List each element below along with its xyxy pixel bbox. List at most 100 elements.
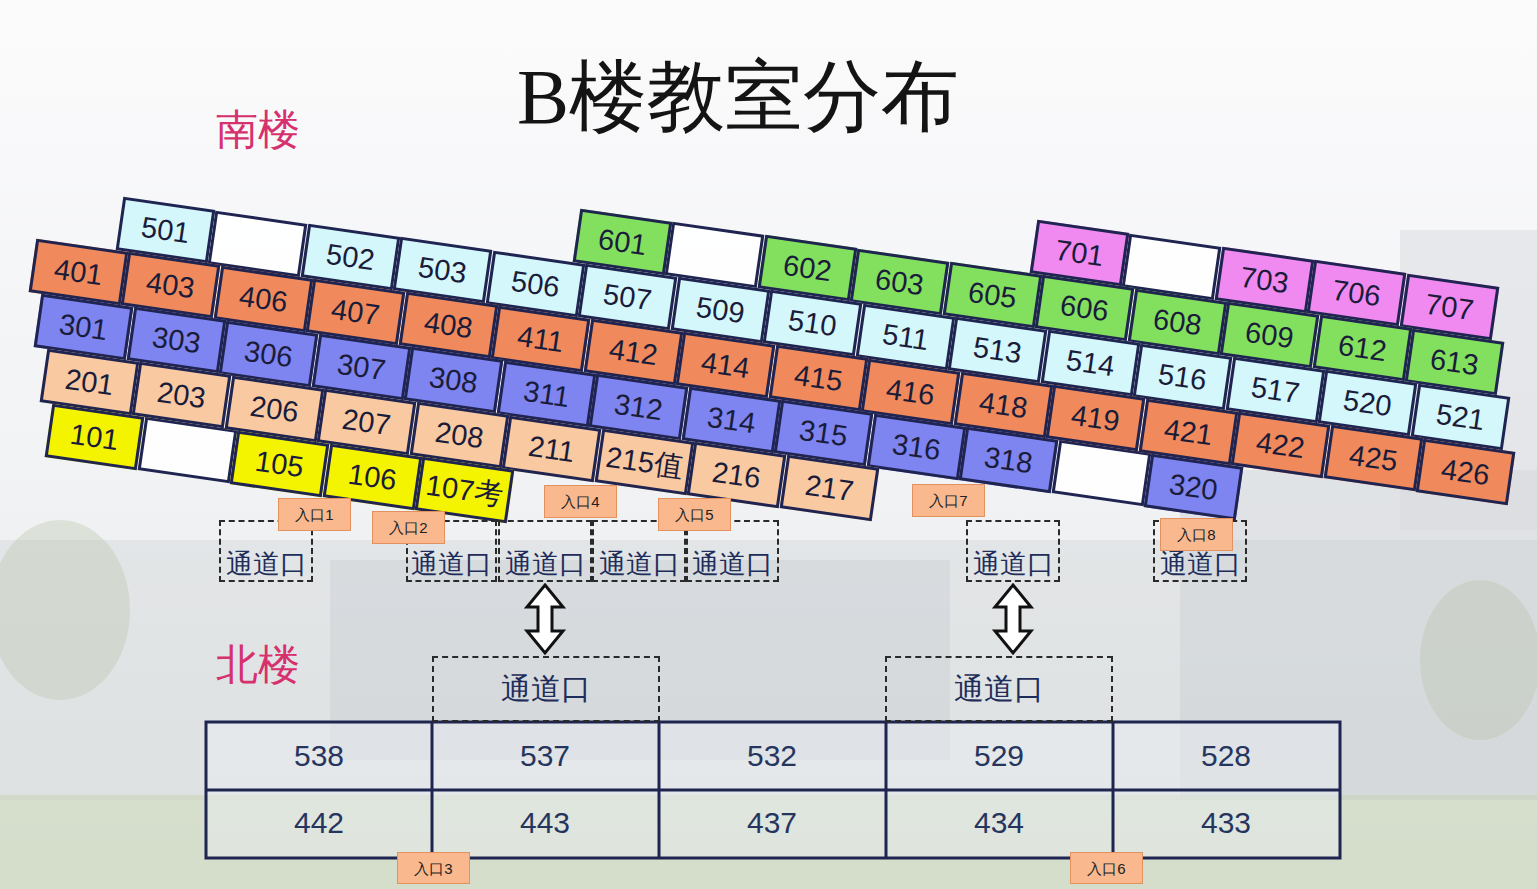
node-text: 503 bbox=[416, 252, 468, 288]
entrance-tag: 入口2 bbox=[372, 511, 445, 544]
room-cell: 442 bbox=[294, 808, 344, 838]
node-text: 入口7 bbox=[929, 493, 967, 508]
node-text: 706 bbox=[1330, 275, 1382, 311]
passage-box: 通道口 bbox=[885, 656, 1113, 722]
node-text: 606 bbox=[1058, 290, 1110, 326]
passage-box: 通道口 bbox=[498, 520, 592, 582]
node-text: 203 bbox=[155, 377, 207, 413]
node-text: 701 bbox=[1053, 235, 1105, 271]
room-cell: 434 bbox=[974, 808, 1024, 838]
node-text: 301 bbox=[57, 309, 109, 345]
node-text: 422 bbox=[1254, 427, 1306, 463]
node-text: 609 bbox=[1243, 317, 1295, 353]
node-text: 411 bbox=[516, 321, 566, 356]
node-text: 612 bbox=[1336, 330, 1388, 366]
node-text: 101 bbox=[68, 419, 120, 455]
node-text: 320 bbox=[1167, 469, 1219, 505]
table-frame bbox=[206, 722, 1340, 858]
node-text: 707 bbox=[1423, 289, 1475, 325]
node-text: 507 bbox=[601, 279, 653, 315]
node-text: 516 bbox=[1156, 359, 1208, 395]
node-text: 506 bbox=[509, 266, 561, 302]
node-text: 414 bbox=[699, 347, 751, 383]
node-text: 307 bbox=[335, 349, 387, 385]
node-text: 601 bbox=[596, 224, 648, 260]
node-text: 105 bbox=[253, 446, 305, 482]
node-text: 211 bbox=[527, 431, 577, 466]
entrance-tag: 入口7 bbox=[912, 484, 985, 517]
node-text: 502 bbox=[324, 239, 376, 275]
node-text: 517 bbox=[1249, 372, 1301, 408]
room-cell: 537 bbox=[520, 741, 570, 771]
node-text: 207 bbox=[340, 404, 392, 440]
entrance-tag: 入口5 bbox=[658, 498, 731, 531]
node-text: 703 bbox=[1238, 262, 1290, 298]
node-text: 通道口 bbox=[505, 550, 586, 578]
node-text: 通道口 bbox=[692, 550, 773, 578]
node-text: 106 bbox=[346, 459, 398, 495]
node-text: 418 bbox=[977, 387, 1029, 423]
node-text: 501 bbox=[139, 212, 191, 248]
node-text: 通道口 bbox=[954, 674, 1044, 704]
passage-box: 通道口 bbox=[966, 520, 1060, 582]
node-text: 306 bbox=[242, 336, 294, 372]
node-text: 303 bbox=[150, 322, 202, 358]
entrance-tag: 入口3 bbox=[397, 852, 470, 884]
building-name: 北楼 bbox=[216, 644, 300, 686]
node-text: 509 bbox=[694, 292, 746, 328]
entrance-tag: 入口1 bbox=[278, 498, 351, 531]
room-cell: 437 bbox=[747, 808, 797, 838]
node-text: 入口8 bbox=[1177, 527, 1215, 542]
double-arrow bbox=[995, 585, 1031, 653]
node-text: 201 bbox=[63, 364, 115, 400]
node-text: 215值 bbox=[604, 442, 685, 482]
node-text: 通道口 bbox=[973, 550, 1054, 578]
room-cell: 443 bbox=[520, 808, 570, 838]
node-text: 513 bbox=[971, 332, 1023, 368]
building-name: 南楼 bbox=[216, 109, 300, 151]
node-text: 入口1 bbox=[295, 507, 333, 522]
tree bbox=[0, 520, 130, 700]
node-text: 316 bbox=[890, 429, 942, 465]
node-text: 入口2 bbox=[389, 520, 427, 535]
tree bbox=[1420, 580, 1537, 740]
double-arrow bbox=[527, 585, 563, 653]
node-text: 通道口 bbox=[411, 550, 492, 578]
node-text: 308 bbox=[427, 362, 479, 398]
entrance-tag: 入口4 bbox=[544, 485, 617, 518]
node-text: 217 bbox=[803, 471, 855, 507]
node-text: 412 bbox=[607, 334, 659, 370]
node-text: 通道口 bbox=[1160, 550, 1241, 578]
node-text: 605 bbox=[966, 277, 1018, 313]
node-text: 107考 bbox=[424, 470, 505, 510]
node-text: 314 bbox=[705, 402, 757, 438]
node-text: 入口6 bbox=[1087, 861, 1125, 876]
page-title: B楼教室分布 bbox=[517, 58, 959, 136]
node-text: 608 bbox=[1151, 304, 1203, 340]
node-text: 511 bbox=[880, 319, 930, 354]
node-text: 401 bbox=[52, 254, 104, 290]
room-box: 425 bbox=[1323, 425, 1423, 492]
node-text: 603 bbox=[873, 264, 925, 300]
node-text: 318 bbox=[982, 442, 1034, 478]
node-text: 311 bbox=[521, 376, 571, 411]
room-cell: 529 bbox=[974, 741, 1024, 771]
table-line bbox=[206, 789, 1340, 792]
node-text: 416 bbox=[884, 374, 936, 410]
node-text: 419 bbox=[1069, 400, 1121, 436]
room-cell: 433 bbox=[1201, 808, 1251, 838]
node-text: 206 bbox=[248, 391, 300, 427]
node-text: 208 bbox=[433, 417, 485, 453]
room-cell: 532 bbox=[747, 741, 797, 771]
room-cell: 538 bbox=[294, 741, 344, 771]
node-text: 421 bbox=[1162, 414, 1214, 450]
node-text: 425 bbox=[1347, 440, 1399, 476]
node-text: 521 bbox=[1434, 399, 1486, 435]
room-cell: 528 bbox=[1201, 741, 1251, 771]
node-text: 510 bbox=[786, 306, 838, 342]
node-text: 315 bbox=[797, 416, 849, 452]
node-text: 426 bbox=[1439, 454, 1491, 490]
